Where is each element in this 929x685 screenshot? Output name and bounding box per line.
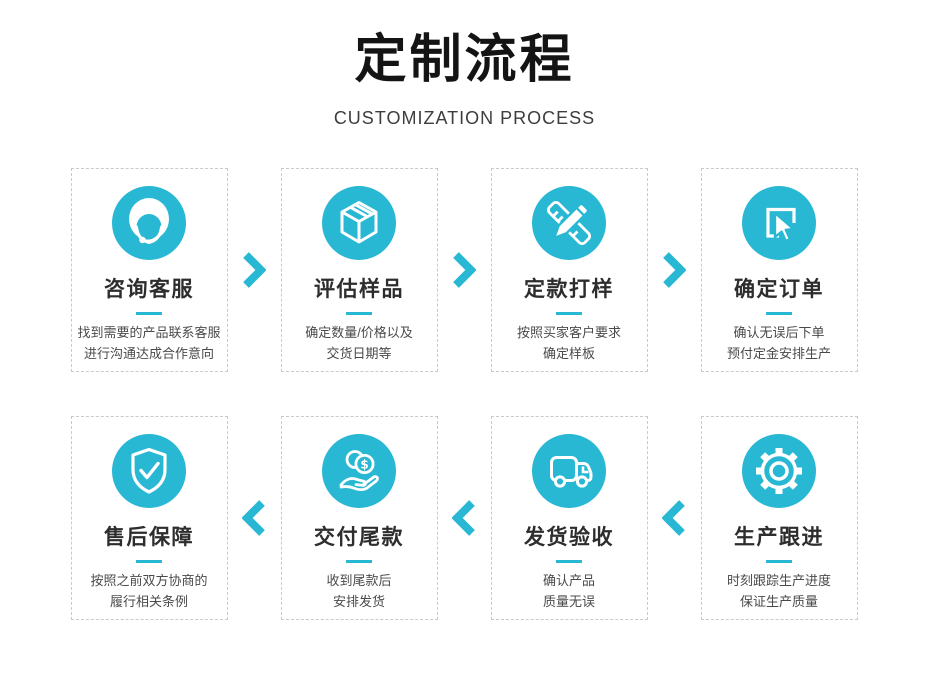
step-title: 定款打样 <box>524 278 614 301</box>
desc-line: 按照之前双方协商的 <box>90 573 208 588</box>
step-description: 确认产品 质量无误 <box>492 571 647 613</box>
step-title: 售后保障 <box>104 526 194 549</box>
step-card-shipping: 发货验收 确认产品 质量无误 <box>490 416 648 620</box>
step-description: 按照买家客户要求 确定样板 <box>492 323 647 365</box>
package-box-icon <box>322 186 396 260</box>
step-title: 确定订单 <box>734 278 824 301</box>
desc-line: 确认产品 <box>542 573 595 588</box>
step-card-aftersales: 售后保障 按照之前双方协商的 履行相关条例 <box>70 416 228 620</box>
shield-check-icon <box>112 434 186 508</box>
step-title: 咨询客服 <box>104 278 194 301</box>
truck-icon <box>532 434 606 508</box>
arrow-right-icon <box>452 252 476 288</box>
title-divider <box>766 312 792 315</box>
desc-line: 交货日期等 <box>326 345 392 361</box>
title-divider <box>136 560 162 563</box>
desc-line: 确定数量/价格以及 <box>305 325 413 340</box>
step-description: 找到需要的产品联系客服 进行沟通达成合作意向 <box>72 323 227 365</box>
desc-line: 履行相关条例 <box>109 593 188 609</box>
step-description: 确认无误后下单 预付定金安排生产 <box>702 323 857 365</box>
step-title: 发货验收 <box>524 526 614 549</box>
process-flow: 咨询客服 找到需要的产品联系客服 进行沟通达成合作意向 <box>70 168 859 620</box>
customer-service-icon <box>112 186 186 260</box>
desc-line: 确定样板 <box>542 345 595 361</box>
step-card-production: 生产跟进 时刻跟踪生产进度 保证生产质量 <box>700 416 858 620</box>
desc-line: 保证生产质量 <box>739 593 818 609</box>
title-divider <box>556 560 582 563</box>
page-subtitle: CUSTOMIZATION PROCESS <box>333 108 596 128</box>
desc-line: 质量无误 <box>542 593 595 609</box>
desc-line: 找到需要的产品联系客服 <box>77 325 221 340</box>
arrow-right-icon <box>242 252 266 288</box>
desc-line: 预付定金安排生产 <box>726 345 831 361</box>
hand-coin-icon: $ <box>322 434 396 508</box>
step-title: 交付尾款 <box>314 526 404 549</box>
title-divider <box>556 312 582 315</box>
flow-row-bottom: 售后保障 按照之前双方协商的 履行相关条例 $ 交付尾款 收到 <box>70 416 859 620</box>
arrow-left-icon <box>452 500 476 536</box>
step-title: 评估样品 <box>314 278 404 301</box>
desc-line: 时刻跟踪生产进度 <box>726 573 831 588</box>
title-divider <box>136 312 162 315</box>
step-card-proofing: 定款打样 按照买家客户要求 确定样板 <box>490 168 648 372</box>
step-card-sample: 评估样品 确定数量/价格以及 交货日期等 <box>280 168 438 372</box>
gear-icon <box>742 434 816 508</box>
step-description: 时刻跟踪生产进度 保证生产质量 <box>702 571 857 613</box>
arrow-right-icon <box>662 252 686 288</box>
page-title: 定制流程 <box>354 31 575 89</box>
desc-line: 安排发货 <box>332 593 385 609</box>
page-header: 定制流程 CUSTOMIZATION PROCESS <box>0 0 929 129</box>
title-divider <box>766 560 792 563</box>
step-description: 确定数量/价格以及 交货日期等 <box>282 323 437 365</box>
desc-line: 收到尾款后 <box>326 573 392 588</box>
arrow-left-icon <box>662 500 686 536</box>
step-description: 按照之前双方协商的 履行相关条例 <box>72 571 227 613</box>
step-card-consult: 咨询客服 找到需要的产品联系客服 进行沟通达成合作意向 <box>70 168 228 372</box>
step-title: 生产跟进 <box>734 526 824 549</box>
desc-line: 按照买家客户要求 <box>516 325 621 340</box>
flow-row-top: 咨询客服 找到需要的产品联系客服 进行沟通达成合作意向 <box>70 168 859 372</box>
click-order-icon <box>742 186 816 260</box>
svg-text:$: $ <box>360 457 368 471</box>
desc-line: 确认无误后下单 <box>733 325 825 340</box>
step-description: 收到尾款后 安排发货 <box>282 571 437 613</box>
title-divider <box>346 560 372 563</box>
arrow-left-icon <box>242 500 266 536</box>
step-card-balance: $ 交付尾款 收到尾款后 安排发货 <box>280 416 438 620</box>
pencil-ruler-icon <box>532 186 606 260</box>
step-card-order: 确定订单 确认无误后下单 预付定金安排生产 <box>700 168 858 372</box>
title-divider <box>346 312 372 315</box>
desc-line: 进行沟通达成合作意向 <box>83 345 214 361</box>
